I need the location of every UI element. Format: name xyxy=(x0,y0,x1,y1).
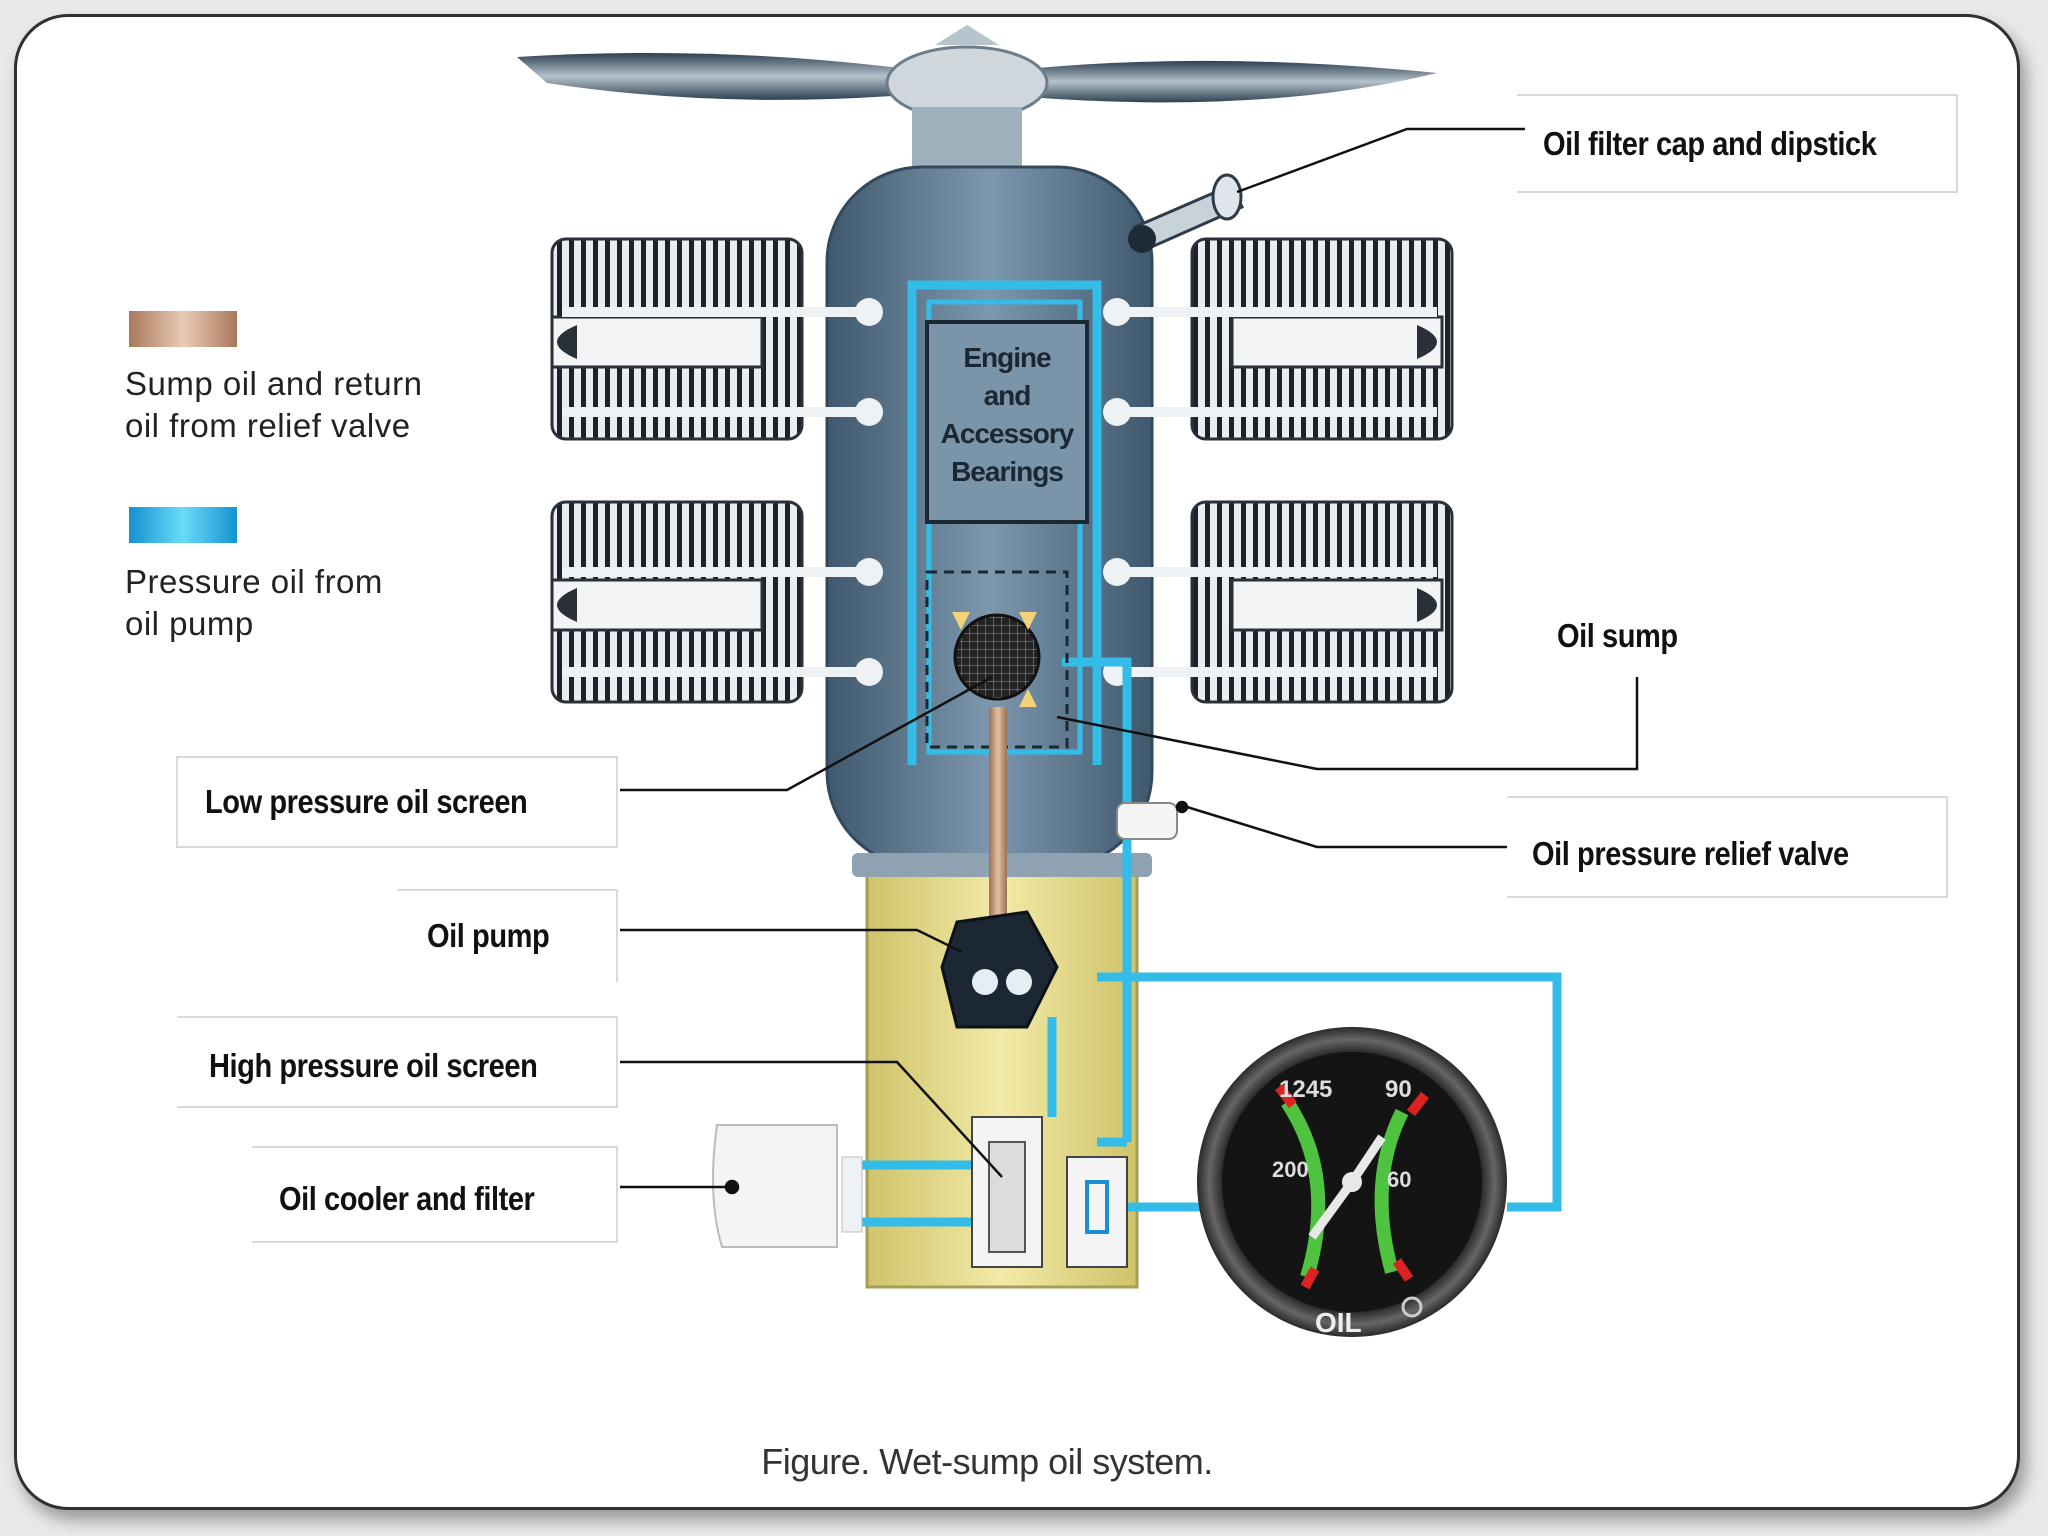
low-pressure-oil-screen xyxy=(952,612,1041,707)
callout-oil-pressure-relief-valve: Oil pressure relief valve xyxy=(1532,835,1849,872)
callout-oil-pump: Oil pump xyxy=(427,917,550,954)
legend-label-pressure-oil: Pressure oil from oil pump xyxy=(125,563,383,642)
callout-oil-sump: Oil sump xyxy=(1557,617,1678,654)
cylinder-bottom-right xyxy=(1190,500,1454,704)
oil-cooler-and-filter xyxy=(712,1124,863,1248)
callout-oil-filter-cap: Oil filter cap and dipstick xyxy=(1543,125,1877,162)
svg-text:200: 200 xyxy=(1272,1157,1309,1182)
engine-cylinders xyxy=(550,237,1454,704)
legend-swatch-pressure-oil xyxy=(129,507,237,543)
engine-accessory-bearings-label: Engine and Accessory Bearings xyxy=(940,342,1075,487)
figure-caption: Figure. Wet-sump oil system. xyxy=(761,1441,1213,1482)
cylinder-top-right xyxy=(1190,237,1454,441)
oil-pump xyxy=(940,910,1059,1029)
callout-frames xyxy=(176,94,1958,1243)
svg-text:60: 60 xyxy=(1387,1167,1411,1192)
oil-pressure-relief-valve xyxy=(1066,802,1178,1268)
callout-high-pressure-screen: High pressure oil screen xyxy=(209,1047,538,1084)
gauge-oil-label: OIL xyxy=(1315,1307,1362,1338)
svg-text:1245: 1245 xyxy=(1279,1076,1332,1103)
wet-sump-oil-system-diagram: 1245 90 200 60 xyxy=(176,25,1958,1337)
engine-accessory-bearings-box xyxy=(925,320,1089,524)
oil-gauge: 1245 90 200 60 xyxy=(1197,1027,1507,1337)
legend-swatch-sump-oil xyxy=(129,311,237,347)
slide-frame: 1245 90 200 60 Sump oil and xyxy=(14,14,2020,1510)
propeller xyxy=(517,25,1437,177)
svg-text:90: 90 xyxy=(1385,1076,1412,1103)
callout-low-pressure-screen: Low pressure oil screen xyxy=(205,783,528,820)
cylinder-bottom-left xyxy=(550,500,804,704)
oil-filter-cap-dipstick xyxy=(1128,173,1244,253)
cylinder-top-left xyxy=(550,237,804,441)
callout-oil-cooler: Oil cooler and filter xyxy=(279,1180,535,1217)
sump-oil-line xyxy=(989,707,1007,927)
legend-label-sump-oil: Sump oil and return oil from relief valv… xyxy=(125,365,423,444)
high-pressure-oil-screen xyxy=(971,1116,1043,1268)
callout-leader-lines xyxy=(620,127,1639,1195)
